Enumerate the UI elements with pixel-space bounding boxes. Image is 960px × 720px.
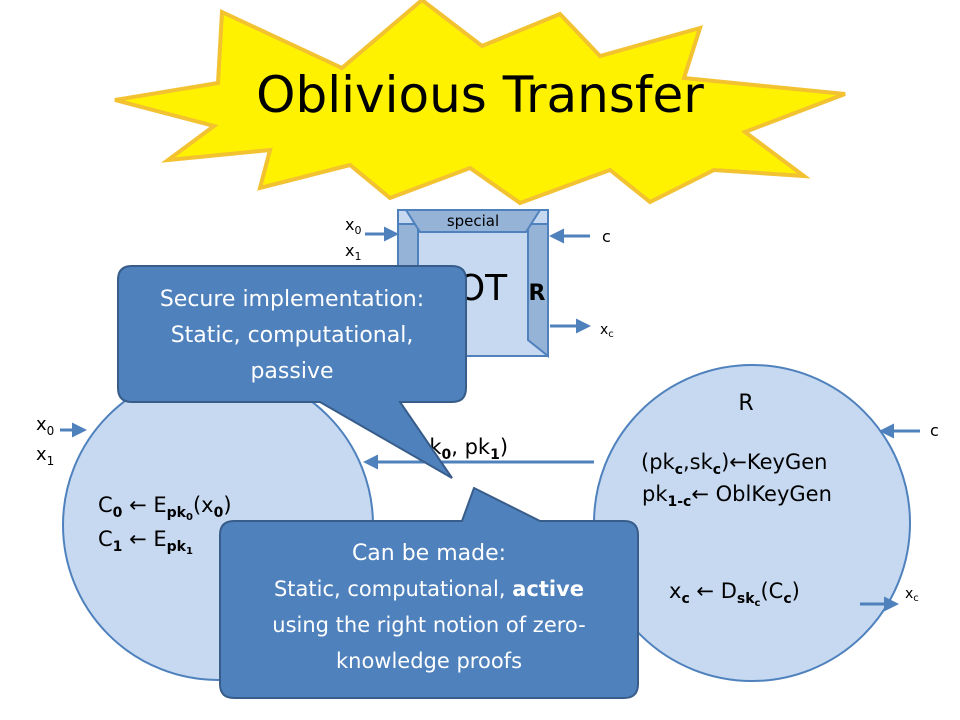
receiver-xc-label: xc: [905, 586, 919, 604]
secure-callout-line-3: passive: [250, 359, 333, 384]
ideal-r-label: R: [529, 281, 546, 306]
sender-encrypt-line-0: C0 ← Epk0(x0): [98, 493, 232, 523]
active-callout-line-3: using the right notion of zero-: [272, 613, 585, 637]
sender-x1-label: x1: [36, 444, 54, 468]
receiver-label: R: [738, 391, 753, 416]
secure-callout-shape: [117, 265, 467, 479]
ideal-x1-label: x1: [345, 241, 361, 263]
ideal-special-tab: [404, 209, 542, 233]
ideal-right-pane: [527, 223, 549, 359]
secure-callout-line-2: Static, computational,: [171, 323, 414, 348]
ideal-c-label: c: [602, 227, 611, 246]
sender-encrypt-line-1: C1 ← Epk1: [98, 527, 193, 557]
secure-callout-line-1: Secure implementation:: [160, 287, 424, 312]
slide-title: Oblivious Transfer: [256, 66, 704, 124]
active-callout-line-2: Static, computational, active: [274, 577, 584, 601]
ideal-x0-label: x0: [345, 215, 361, 237]
sender-x0-label: x0: [36, 414, 54, 438]
ideal-xc-label: xc: [600, 322, 614, 340]
active-callout-shape: [219, 486, 639, 699]
receiver-keygen-line: (pkc,skc)←KeyGen: [641, 450, 827, 478]
ideal-special-label: special: [447, 212, 499, 230]
receiver-oblkeygen-line: pk1-c← OblKeyGen: [642, 482, 832, 510]
active-callout-line-4: knowledge proofs: [336, 649, 522, 673]
receiver-decrypt-line: xc ← Dskc(Cc): [669, 579, 800, 609]
receiver-c-label: c: [930, 421, 939, 440]
title-burst-shape: [114, 0, 846, 206]
active-callout-line-1: Can be made:: [352, 541, 506, 566]
